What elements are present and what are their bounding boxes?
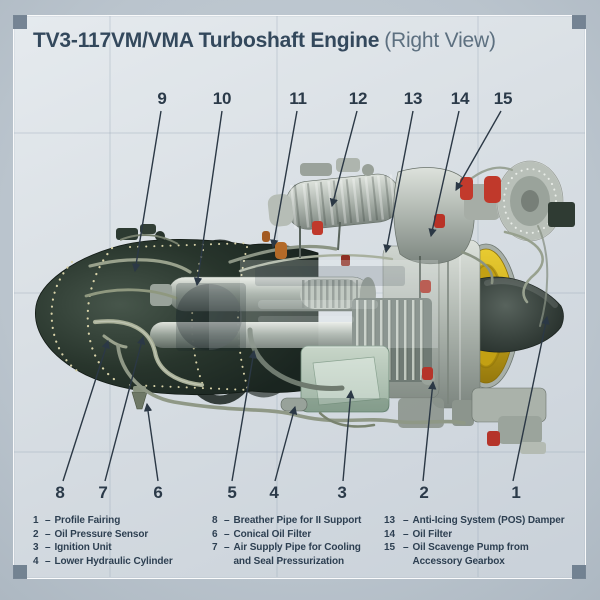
legend-item: 15–Oil Scavenge Pump from Accessory Gear… [384,542,529,567]
frame-corner-marker [13,565,27,579]
legend-item: 14–Oil Filter [384,528,453,540]
callout-number-9: 9 [157,89,167,108]
watermark [176,260,438,351]
page-title: TV3-117VM/VMA Turboshaft Engine(Right Vi… [33,29,496,53]
legend-item: 2–Oil Pressure Sensor [33,528,149,540]
callout-number-3: 3 [337,483,347,502]
legend-item: 13–Anti-Icing System (POS) Damper [384,515,565,526]
leader-lines [62,110,550,482]
legend-item: 1–Profile Fairing [33,515,121,526]
callout-number-2: 2 [419,483,429,502]
legend-item: 6–Conical Oil Filter [212,528,312,540]
callout-number-4: 4 [269,483,279,502]
cap-markers [262,176,501,446]
legend-item: 4–Lower Hydraulic Cylinder [33,555,173,567]
legend-column-1: 1–Profile Fairing 2–Oil Pressure Sensor … [33,514,211,568]
callout-number-12: 12 [348,89,368,108]
callout-number-10: 10 [212,89,232,108]
callout-number-15: 15 [493,89,513,108]
legend-item: 8–Breather Pipe for II Support [212,515,362,526]
callout-number-1: 1 [511,483,521,502]
legend-item: 3–Ignition Unit [33,542,112,554]
callout-number-13: 13 [403,89,423,108]
callout-number-14: 14 [450,89,470,108]
callout-number-6: 6 [153,483,163,502]
legend-column-2: 8–Breather Pipe for II Support 6–Conical… [212,514,384,568]
page-title-main: TV3-117VM/VMA Turboshaft Engine [33,29,380,52]
legend-item: 7–Air Supply Pipe for Cooling and Seal P… [212,542,361,567]
callout-number-5: 5 [227,483,237,502]
legend-column-3: 13–Anti-Icing System (POS) Damper 14–Oil… [384,514,576,568]
frame-corner-marker [572,15,586,29]
frame-corner-marker [13,15,27,29]
callout-number-7: 7 [98,483,108,502]
callout-number-11: 11 [289,89,307,108]
callout-number-8: 8 [55,483,65,502]
page-title-suffix: (Right View) [384,29,496,52]
frame-corner-marker [572,565,586,579]
